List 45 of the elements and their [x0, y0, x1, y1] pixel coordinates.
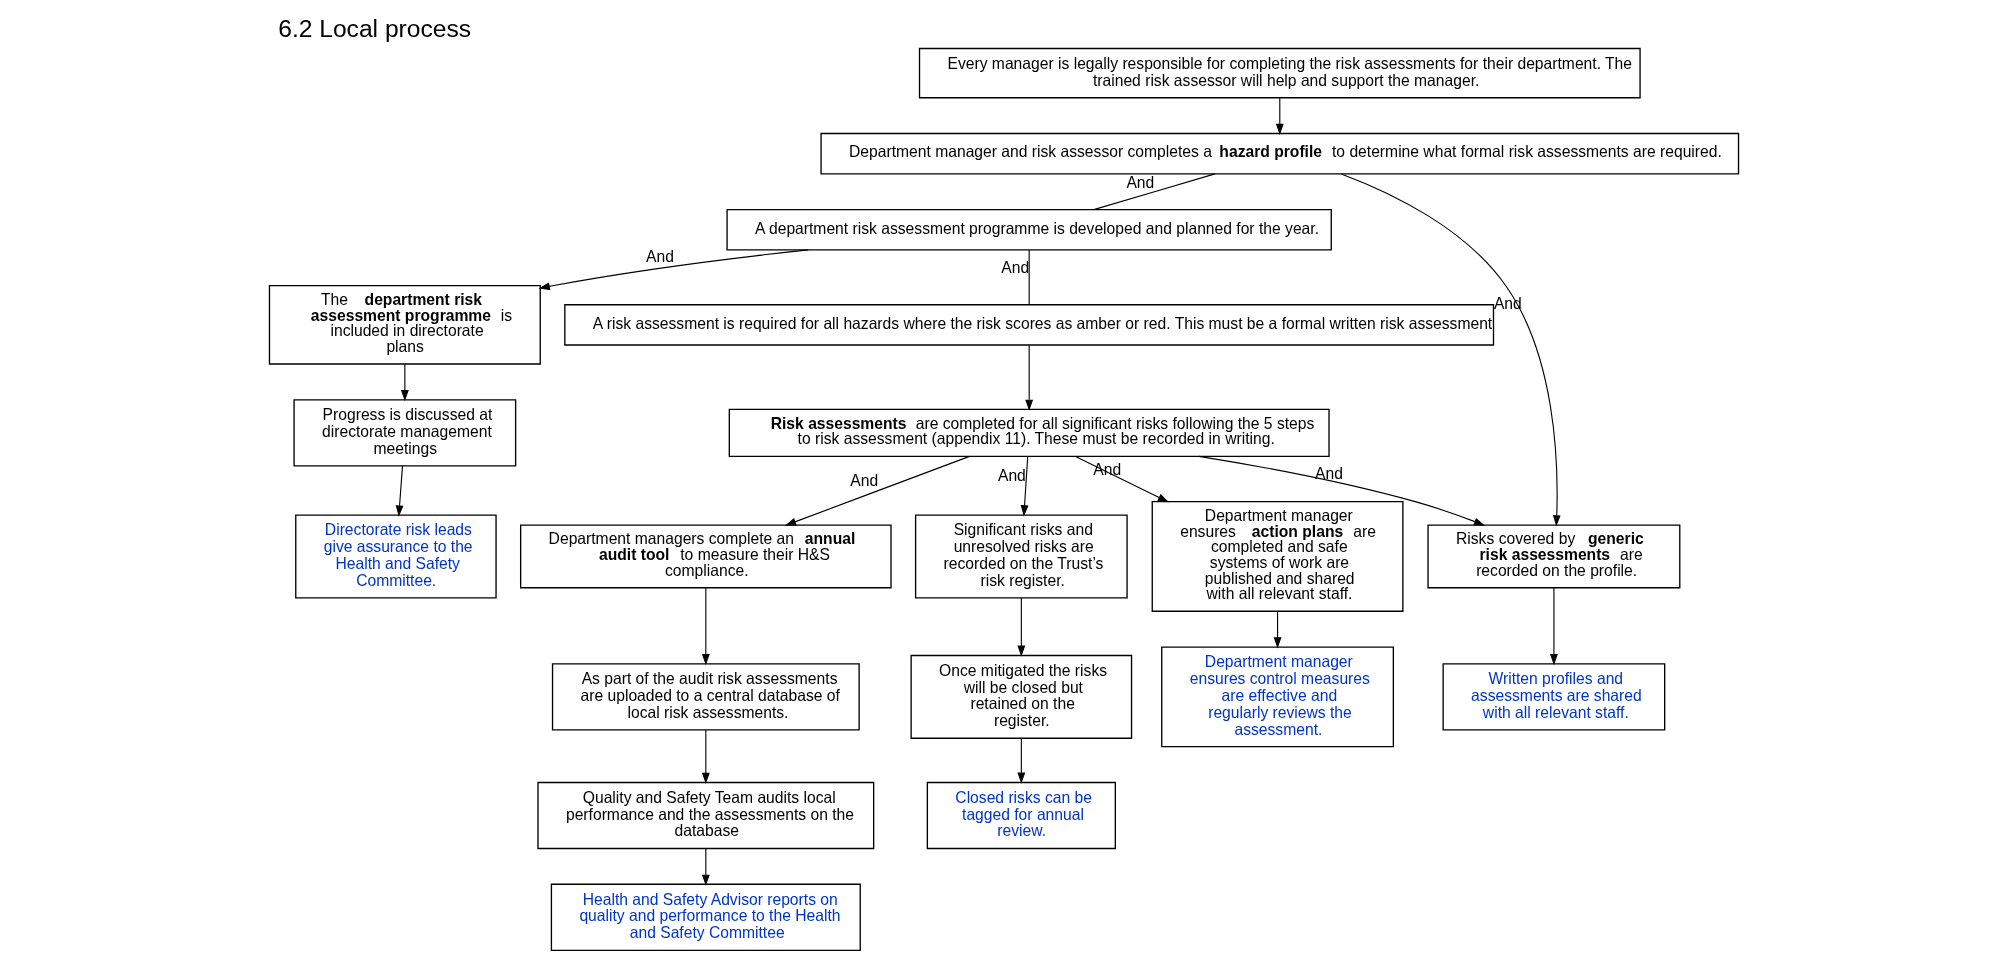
arrow [1273, 610, 1281, 649]
arrow [1549, 587, 1558, 666]
node-box: Quality and Safety Team audits local performance and the assessments on the database [536, 781, 874, 850]
arrow [1340, 173, 1561, 527]
edge-label: And [997, 467, 1026, 485]
node-box: Significant risks and unresolved risks are recorded on the Trust’s risk register. [914, 514, 1128, 599]
node-box: Closed risks can be tagged for annual review. [926, 781, 1116, 850]
edge-label: And [1125, 173, 1154, 191]
node-box: Department manager ensures action plans are completed and safe systems of work are published and shared with all relevant staff. [1151, 500, 1404, 612]
arrow [1073, 455, 1169, 503]
node-box: Once mitigated the risks will be closed but retained on the register. [909, 654, 1132, 739]
edge-label: And [1000, 259, 1029, 277]
edge-label: And [849, 472, 878, 490]
arrow [1020, 455, 1028, 517]
arrow [395, 465, 403, 517]
node-box: Progress is discussed at directorate management meetings [292, 399, 516, 467]
arrow [538, 249, 809, 291]
edge-label: And [645, 248, 674, 265]
arrow [1275, 97, 1284, 135]
arrow [1024, 344, 1033, 411]
arrow [1016, 737, 1025, 784]
node-box: Department manager ensures control measures are effective and regularly reviews the assessment. [1160, 646, 1394, 748]
node-box: A department risk assessment programme is developed and planned for the year. [725, 208, 1332, 251]
node-box: The department risk assessment programme is included in directorate plans [268, 285, 541, 365]
node-box: Risks covered by generic risk assessments are recorded on the profile. [1426, 524, 1680, 589]
node-box: Risk assessments are completed for all significant risks following the 5 steps to risk assessment (appendix 11). These must be recorded in writing. [728, 408, 1330, 457]
node-box: Directorate risk leads give assurance to the Health and Safety Committee. [294, 514, 497, 599]
connector [1028, 249, 1030, 306]
node-box: Department managers complete an annual audit tool to measure their H&S compliance. [519, 524, 892, 589]
connector [1092, 173, 1215, 211]
node-box: As part of the audit risk assessments are uploaded to a central database of local risk assessments. [551, 663, 860, 731]
arrow [1016, 597, 1025, 657]
arrow [701, 729, 710, 785]
arrow [1197, 455, 1485, 526]
node-box: Department manager and risk assessor completes a hazard profile to determine what formal risk assessments are required. [819, 132, 1739, 175]
diagram-title: 6.2 Local process [277, 14, 471, 42]
node-box: Written profiles and assessments are shared with all relevant staff. [1442, 663, 1665, 731]
arrow [400, 363, 409, 402]
edge-label: And [1314, 465, 1343, 483]
node-box: Every manager is legally responsible for completing the risk assessments for their department. The trained risk assessor will help and support the manager. [918, 47, 1641, 99]
node-box: A risk assessment is required for all hazards where the risk scores as amber or red. This must be a formal written risk assessment [563, 304, 1494, 346]
arrow [701, 848, 710, 886]
arrow [784, 455, 970, 526]
arrow [701, 587, 710, 666]
node-box: Health and Safety Advisor reports on quality and performance to the Health and Safety Committee [550, 883, 861, 951]
